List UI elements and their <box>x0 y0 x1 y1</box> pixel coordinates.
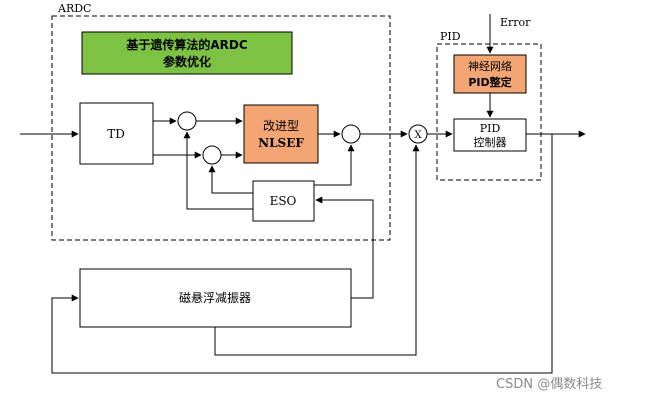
error-label: Error <box>500 16 531 29</box>
sum-junction-3 <box>341 124 361 144</box>
eso-label: ESO <box>270 194 297 208</box>
td-label: TD <box>107 127 125 141</box>
plant-label: 磁悬浮减振器 <box>179 290 251 305</box>
pid-ctrl-line2: 控制器 <box>474 135 507 149</box>
ardc-group-label: ARDC <box>57 2 91 15</box>
nn-line2: PID整定 <box>468 75 511 89</box>
nlsef-line1: 改进型 <box>263 119 299 133</box>
pid-ctrl-line1: PID <box>480 122 501 135</box>
multiplier-symbol: X <box>414 130 422 141</box>
nlsef-block <box>243 104 319 164</box>
ardc-dashed-boundary <box>51 15 391 241</box>
td-block <box>79 102 154 165</box>
signal-lines <box>20 14 586 374</box>
pid-dashed-boundary <box>436 43 542 181</box>
ga-box-line2: 参数优化 <box>163 54 211 69</box>
plant-block <box>79 268 352 328</box>
sum-junction-2 <box>202 145 222 165</box>
pid-group-label: PID <box>440 30 461 43</box>
ga-box-line1: 基于遗传算法的ARDC <box>125 37 247 52</box>
neural-network-tuning-box <box>453 54 527 94</box>
pid-controller-block <box>453 118 527 152</box>
ga-optimization-box <box>81 31 293 75</box>
nn-line1: 神经网络 <box>468 59 512 73</box>
csdn-watermark: CSDN @偶数科技 <box>496 377 602 392</box>
sum-junction-1 <box>177 111 197 131</box>
eso-block <box>252 180 315 222</box>
nlsef-line2: NLSEF <box>258 136 304 150</box>
